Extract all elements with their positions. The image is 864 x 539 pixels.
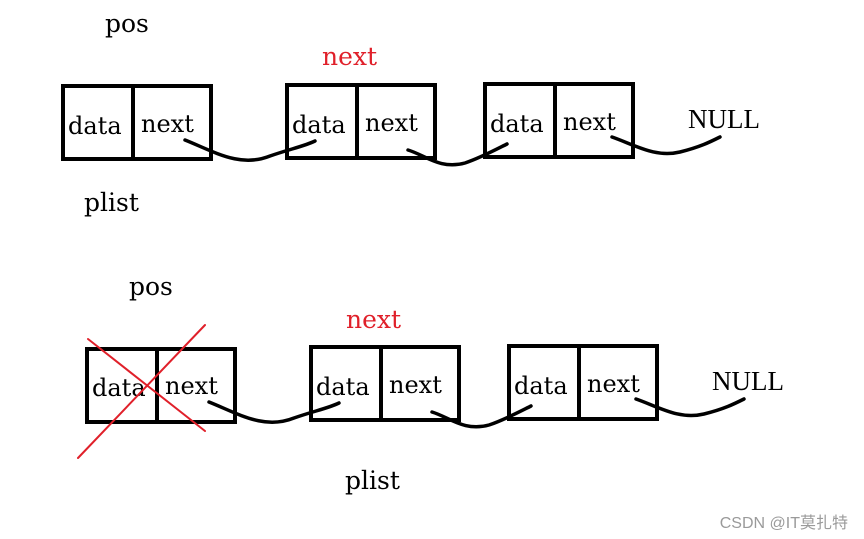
- top-link-3-null: [610, 135, 722, 156]
- top-link-2-3: [406, 142, 509, 167]
- top-node-2: data next: [285, 83, 437, 160]
- node-next-label: next: [365, 109, 418, 137]
- bottom-node-3: data next: [507, 344, 659, 421]
- bottom-link-2-3: [430, 404, 533, 429]
- node-box: [61, 84, 213, 161]
- bottom-node-2: data next: [309, 345, 461, 422]
- node-box: [85, 347, 237, 424]
- bottom-link-1-2: [207, 400, 341, 424]
- cross-stroke: [77, 324, 206, 459]
- top-node-3: data next: [483, 82, 635, 159]
- bottom-next-label: next: [346, 305, 401, 334]
- bottom-node-1: data next: [85, 347, 237, 424]
- node-next-label: next: [389, 371, 442, 399]
- top-node-1: data next: [61, 84, 213, 161]
- watermark-text: CSDN @IT莫扎特: [720, 514, 848, 532]
- bottom-null-label: NULL: [712, 366, 784, 396]
- bottom-plist-label: plist: [345, 466, 400, 495]
- top-null-label: NULL: [688, 104, 760, 134]
- top-pos-label: pos: [105, 9, 149, 38]
- node-box: [309, 345, 461, 422]
- bottom-list: pos next plist data next data next data …: [77, 272, 784, 495]
- node-data-label: data: [316, 373, 370, 401]
- node-data-label: data: [292, 111, 346, 139]
- delete-cross-mark: [77, 324, 206, 459]
- node-box: [483, 82, 635, 159]
- node-box: [285, 83, 437, 160]
- bottom-pos-label: pos: [129, 272, 173, 301]
- node-next-label: next: [141, 110, 194, 138]
- top-link-1-2: [183, 138, 317, 162]
- node-data-label: data: [490, 110, 544, 138]
- node-data-label: data: [68, 112, 122, 140]
- node-next-label: next: [165, 372, 218, 400]
- top-next-label: next: [322, 42, 377, 71]
- node-box: [507, 344, 659, 421]
- top-list: pos next plist data next data next data …: [61, 9, 760, 217]
- node-next-label: next: [563, 108, 616, 136]
- node-data-label: data: [514, 372, 568, 400]
- bottom-link-3-null: [634, 397, 746, 418]
- top-plist-label: plist: [84, 188, 139, 217]
- node-next-label: next: [587, 370, 640, 398]
